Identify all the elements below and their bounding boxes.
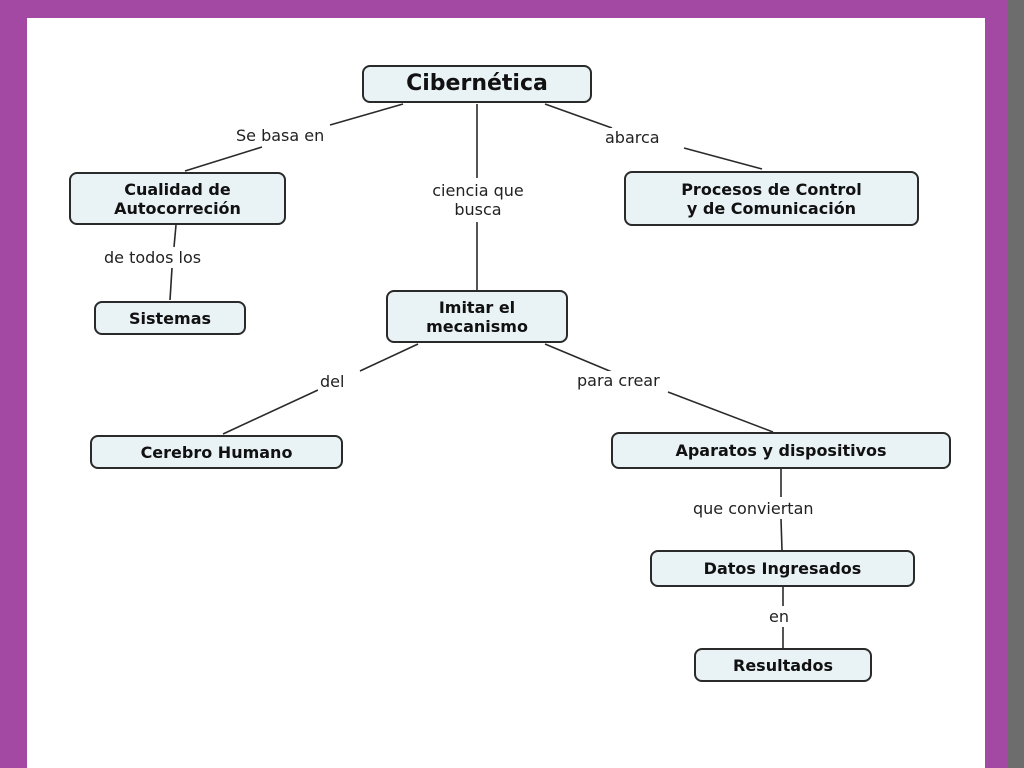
link-label-en: en (767, 607, 791, 626)
link-label-se-basa-en: Se basa en (234, 126, 327, 145)
line-del-cerebro (222, 389, 319, 435)
line-queconviertan-datos (780, 518, 783, 551)
line-detodos-sistemas (169, 267, 173, 301)
line-abarca-procesos (683, 147, 763, 170)
node-cibernetica: Cibernética (362, 65, 592, 103)
link-label-para-crear: para crear (575, 371, 662, 390)
node-imitar-el-mecanismo: Imitar el mecanismo (386, 290, 568, 343)
node-sistemas: Sistemas (94, 301, 246, 335)
link-label-de-todos-los: de todos los (102, 248, 204, 267)
node-aparatos-y-dispositivos: Aparatos y dispositivos (611, 432, 951, 469)
line-cibernetica-abarca (544, 103, 613, 129)
line-cualidad-detodos (173, 224, 177, 248)
line-imitar-paracrear (544, 343, 613, 373)
window-edge (1008, 0, 1024, 768)
node-procesos-de-control: Procesos de Control y de Comunicación (624, 171, 919, 226)
link-label-abarca: abarca (603, 128, 662, 147)
node-cualidad-de-autocorrecion: Cualidad de Autocorreción (69, 172, 286, 225)
diagram-canvas (27, 18, 985, 768)
link-label-que-conviertan: que conviertan (691, 499, 816, 518)
link-label-ciencia-que-busca: ciencia que busca (408, 181, 548, 219)
node-datos-ingresados: Datos Ingresados (650, 550, 915, 587)
link-label-del: del (318, 372, 347, 391)
node-resultados: Resultados (694, 648, 872, 682)
line-paracrear-aparatos (667, 391, 774, 433)
line-imitar-del (359, 343, 419, 372)
line-cibernetica-sebasaen (329, 103, 404, 126)
line-sebasaen-cualidad (184, 146, 263, 172)
node-cerebro-humano: Cerebro Humano (90, 435, 343, 469)
